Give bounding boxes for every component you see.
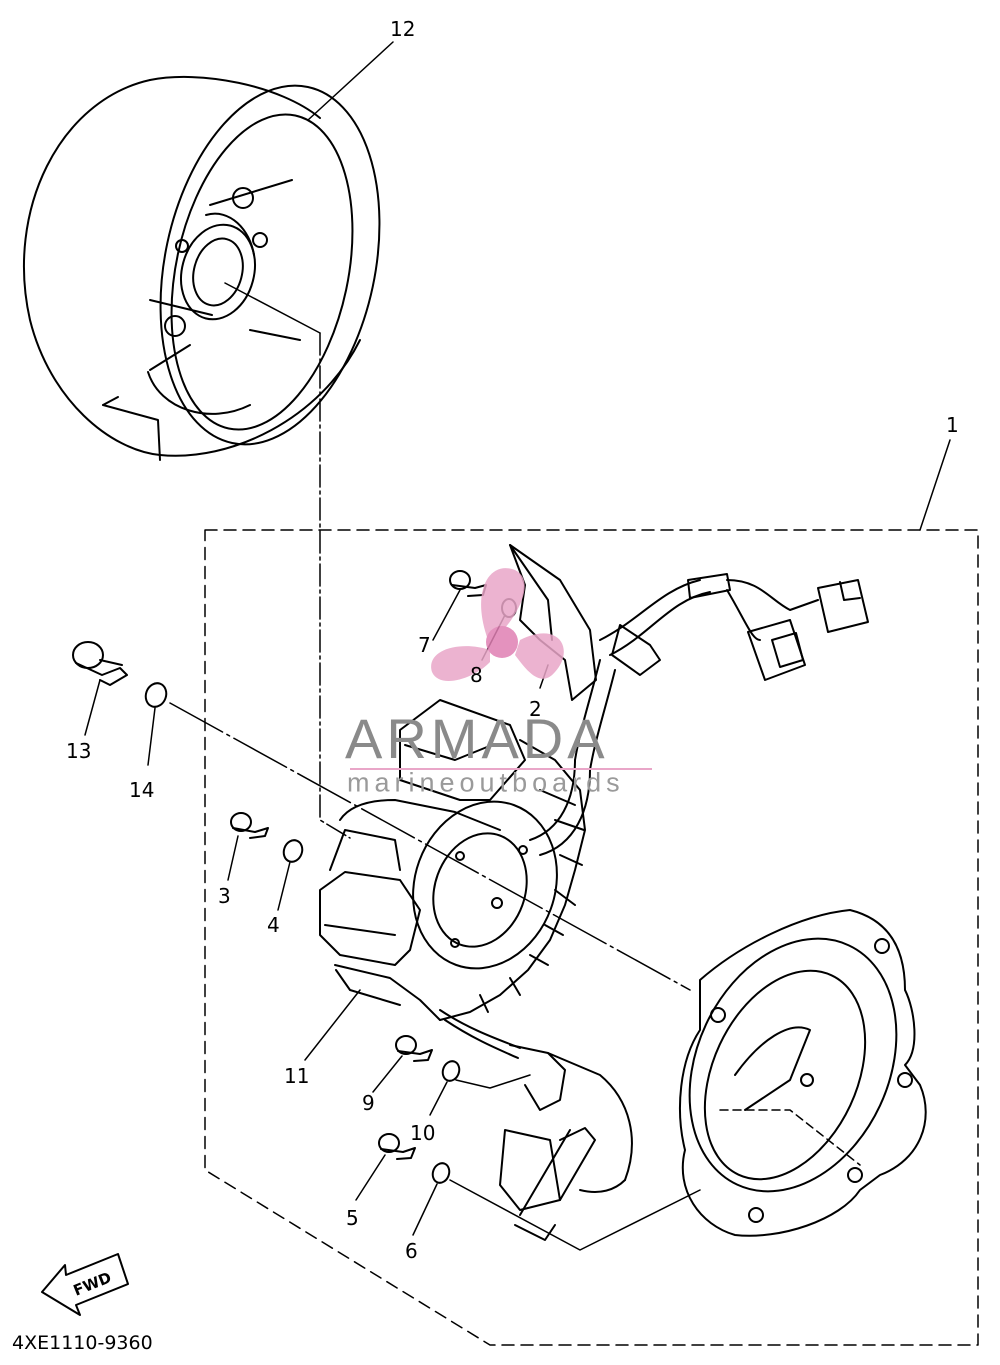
- bolt-9: [395, 1035, 433, 1062]
- flywheel-rotor: [22, 75, 381, 461]
- bolt-5: [378, 1133, 416, 1160]
- callout-2: 2: [529, 697, 542, 721]
- bolt-7: [449, 570, 487, 597]
- wire-harness: [529, 573, 869, 856]
- callout-7: 7: [418, 633, 431, 657]
- watermark-brand: ARMADA: [345, 707, 609, 770]
- pickup-bracket: [509, 544, 597, 701]
- callout-14: 14: [129, 778, 154, 802]
- callout-13: 13: [66, 739, 91, 763]
- callout-9: 9: [362, 1091, 375, 1115]
- stator-coil: [319, 699, 586, 1021]
- callout-5: 5: [346, 1206, 359, 1230]
- callout-11: 11: [284, 1064, 309, 1088]
- forward-direction-arrow: [41, 1253, 129, 1316]
- watermark: ARMADA marineoutboards: [345, 568, 652, 798]
- washer-6: [431, 1162, 451, 1184]
- callout-10: 10: [410, 1121, 435, 1145]
- bolt-13: [72, 641, 128, 686]
- callout-3: 3: [218, 884, 231, 908]
- assembly-boundary: [204, 529, 979, 1346]
- fwd-label: FWD: [71, 1268, 114, 1299]
- bolt-3: [230, 812, 269, 839]
- generator-cover: [679, 909, 927, 1237]
- watermark-tagline: marineoutboards: [347, 768, 625, 798]
- pickup-coil: [439, 1009, 633, 1241]
- callout-6: 6: [405, 1239, 418, 1263]
- washer-10: [441, 1060, 461, 1082]
- callout-12: 12: [390, 17, 415, 41]
- washer-4: [282, 839, 304, 863]
- callout-8: 8: [470, 663, 483, 687]
- callout-1: 1: [946, 413, 959, 437]
- part-code: 4XE1110-9360: [12, 1332, 153, 1354]
- callout-4: 4: [267, 913, 280, 937]
- washer-14: [144, 682, 168, 708]
- propeller-icon: [431, 568, 564, 681]
